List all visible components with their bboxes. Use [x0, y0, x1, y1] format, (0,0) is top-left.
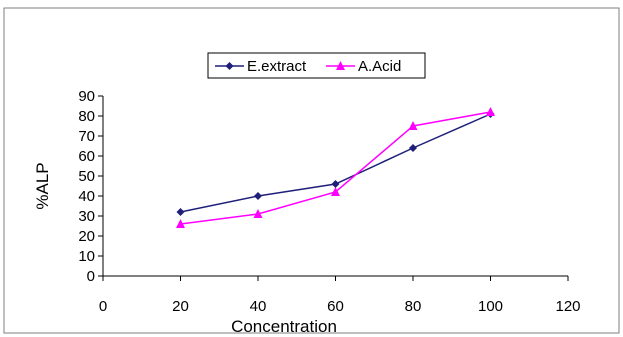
data-point-a-acid: [408, 121, 418, 130]
data-point-e-extract: [331, 180, 340, 188]
x-tick-label: 120: [555, 298, 580, 315]
x-tick-label: 80: [405, 298, 422, 315]
y-tick-label: 70: [78, 128, 95, 145]
legend-marker-a-acid: [336, 61, 345, 70]
axes: 0 10 20 30 40 50 60 70 80 90 0 20 40 60 80 100 120: [78, 88, 580, 315]
data-point-e-extract: [409, 144, 417, 152]
y-tick-label: 30: [78, 208, 95, 225]
plot-series: [176, 107, 495, 228]
x-ticks: 0 20 40 60 80 100 120: [99, 276, 581, 315]
legend: E.extract A.Acid: [207, 52, 426, 79]
legend-item-e-extract: E.extract: [215, 58, 307, 75]
data-point-a-acid: [253, 209, 263, 218]
legend-box: [207, 52, 426, 79]
legend-marker-e-extract: [225, 62, 234, 70]
y-ticks: 0 10 20 30 40 50 60 70 80 90: [78, 88, 103, 285]
y-axis-title: %ALP: [33, 162, 52, 209]
x-tick-label: 60: [327, 298, 344, 315]
legend-item-a-acid: A.Acid: [326, 58, 401, 75]
x-tick-label: 100: [478, 298, 503, 315]
legend-label-e-extract: E.extract: [247, 58, 307, 75]
data-point-a-acid: [486, 107, 495, 116]
data-point-e-extract: [176, 208, 185, 216]
legend-label-a-acid: A.Acid: [358, 58, 401, 75]
data-point-a-acid: [176, 219, 185, 228]
data-point-e-extract: [254, 192, 262, 200]
x-tick-label: 0: [99, 298, 107, 315]
y-tick-label: 20: [78, 228, 95, 245]
x-tick-label: 20: [172, 298, 189, 315]
x-axis-title: Concentration: [231, 317, 337, 336]
y-tick-label: 80: [78, 108, 95, 125]
y-tick-label: 90: [78, 88, 95, 105]
y-tick-label: 10: [78, 248, 95, 265]
x-tick-label: 40: [250, 298, 267, 315]
y-tick-label: 40: [78, 188, 95, 205]
data-point-a-acid: [331, 187, 340, 196]
y-tick-label: 50: [78, 168, 95, 185]
y-tick-label: 60: [78, 148, 95, 165]
y-tick-label: 0: [87, 268, 95, 285]
